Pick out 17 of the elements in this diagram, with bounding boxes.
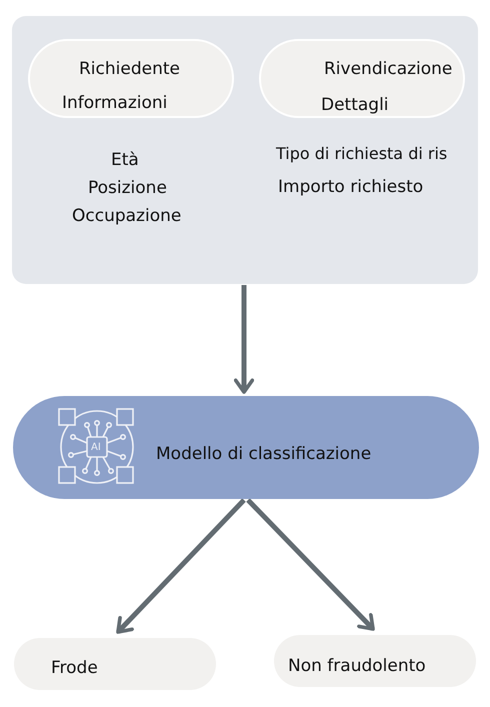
arrow	[234, 285, 254, 394]
field-label: Occupazione	[72, 206, 182, 226]
node-label: Non fraudolento	[288, 656, 426, 676]
field-label: Importo richiesto	[278, 177, 424, 197]
field-label: Tipo di richiesta di ris	[276, 144, 448, 164]
node-label: Modello di classificazione	[156, 444, 372, 464]
node-label: Rivendicazione	[324, 59, 452, 79]
field-label: Età	[111, 150, 139, 170]
arrow	[246, 498, 375, 631]
field-label: Posizione	[88, 178, 167, 198]
node-label: Frode	[51, 658, 98, 678]
input-panel	[12, 16, 478, 284]
arrow	[116, 498, 246, 634]
node-label: Richiedente	[79, 59, 180, 79]
icon-label: AI	[91, 442, 101, 454]
node-label: Dettagli	[321, 95, 389, 115]
node-label: Informazioni	[62, 93, 168, 113]
